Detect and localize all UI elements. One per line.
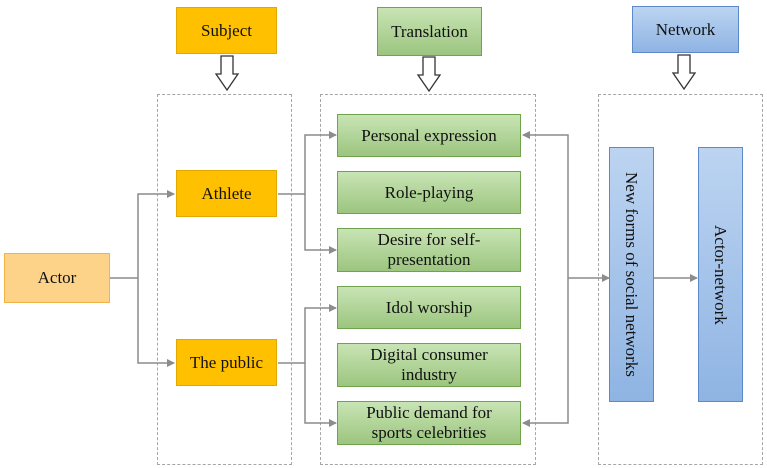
social-networks-box: New forms of social networks [609, 147, 654, 402]
digital-consumer-box: Digital consumer industry [337, 343, 521, 387]
network-down-arrow-icon [671, 54, 697, 91]
actor-network-box: Actor-network [698, 147, 743, 402]
actor-to-public-connector [137, 278, 175, 367]
personal-expression-box: Personal expression [337, 114, 521, 157]
actor-box: Actor [4, 253, 110, 303]
actor-network-label: Actor-network [711, 224, 731, 325]
network-header-label: Network [655, 19, 716, 39]
social-networks-label: New forms of social networks [622, 172, 642, 377]
translation-down-arrow-icon [416, 56, 442, 93]
public-to-idol-connector [278, 304, 337, 364]
public-box: The public [176, 339, 277, 386]
feedback-to-expression-connector [522, 131, 569, 278]
subject-group [157, 94, 292, 465]
public-label: The public [189, 352, 264, 372]
subject-header-label: Subject [201, 20, 252, 40]
actor-to-athlete-connector [110, 190, 175, 279]
feedback-to-demand-connector [522, 278, 569, 427]
athlete-label: Athlete [201, 183, 252, 203]
athlete-to-expression-connector [278, 131, 337, 195]
public-to-demand-connector [304, 363, 337, 427]
actor-label: Actor [37, 268, 77, 288]
athlete-box: Athlete [176, 170, 277, 217]
role-playing-label: Role-playing [384, 182, 474, 202]
personal-expression-label: Personal expression [361, 125, 497, 145]
translation-header-label: Translation [391, 21, 468, 41]
role-playing-box: Role-playing [337, 171, 521, 214]
athlete-to-self-presentation-connector [304, 194, 337, 254]
idol-worship-label: Idol worship [385, 297, 473, 317]
translation-header: Translation [377, 7, 482, 56]
subject-down-arrow-icon [214, 55, 240, 92]
digital-consumer-label: Digital consumer industry [370, 345, 488, 384]
public-demand-label: Public demand for sports celebrities [366, 403, 492, 442]
subject-header: Subject [176, 7, 277, 54]
self-presentation-label: Desire for self-presentation [377, 230, 481, 269]
translation-group [320, 94, 536, 465]
self-presentation-box: Desire for self-presentation [337, 228, 521, 272]
network-header: Network [632, 6, 739, 53]
idol-worship-box: Idol worship [337, 286, 521, 329]
public-demand-box: Public demand for sports celebrities [337, 401, 521, 445]
network-group [598, 94, 763, 465]
